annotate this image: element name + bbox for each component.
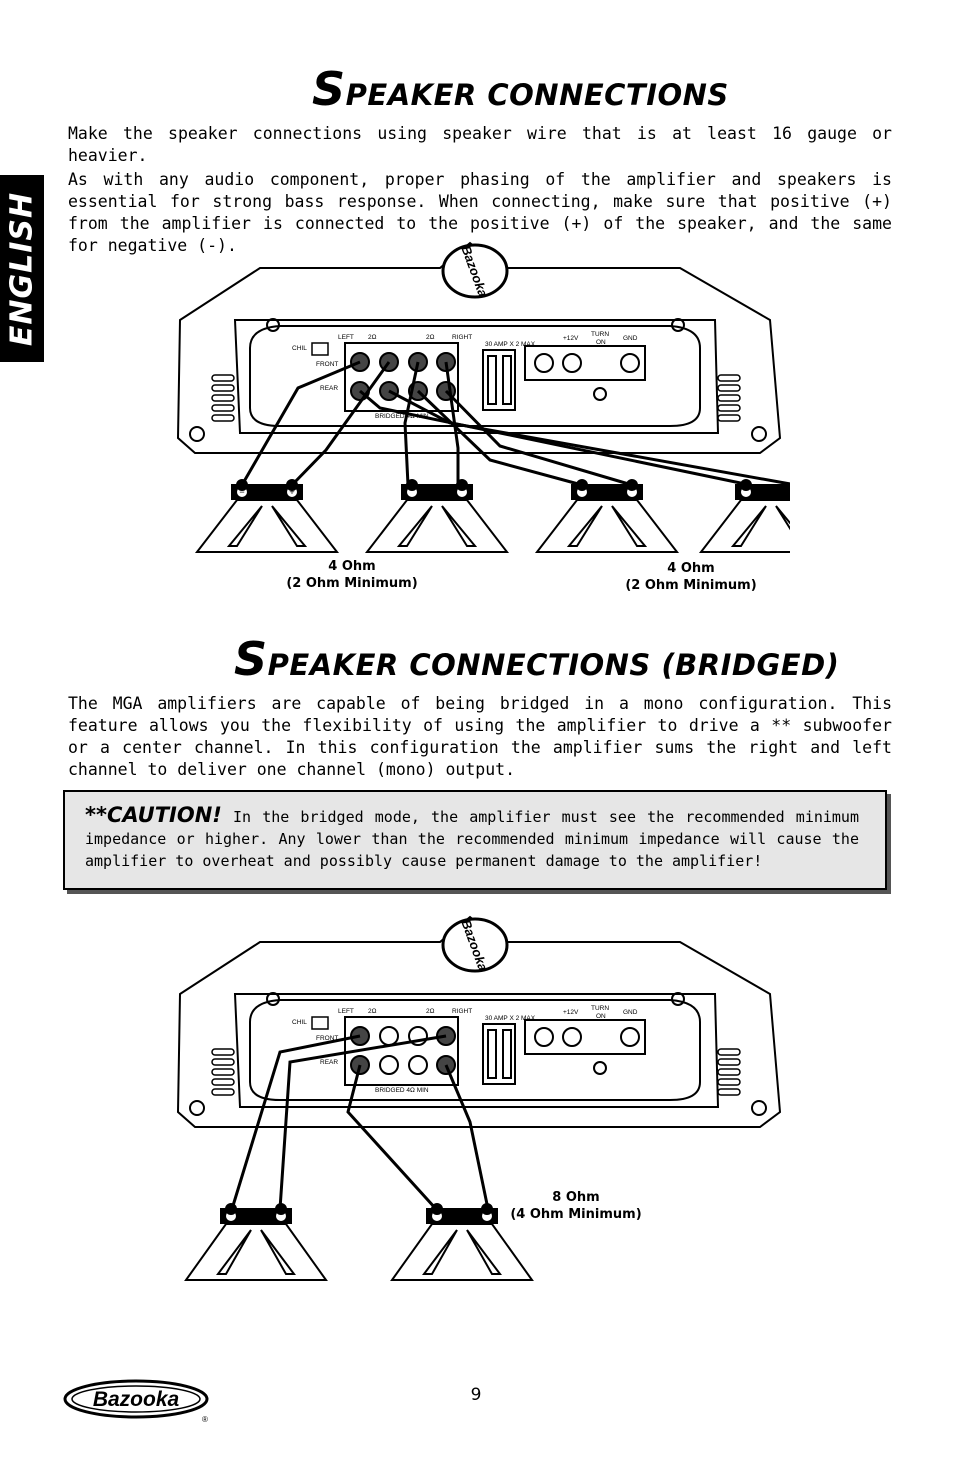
amplifier-body bbox=[176, 241, 782, 454]
amp-labels: LEFT 2Ω 2Ω RIGHT CHIL FRONT REAR BRIDGED… bbox=[292, 1005, 638, 1094]
impedance-label-left: 4 Ohm (2 Ohm Minimum) bbox=[286, 559, 418, 591]
svg-text:2Ω: 2Ω bbox=[426, 334, 435, 341]
section2-para: The MGA amplifiers are capable of being … bbox=[68, 694, 892, 779]
bazooka-logo: Bazooka ® bbox=[63, 1379, 209, 1424]
svg-text:TURN: TURN bbox=[591, 331, 609, 338]
page-number: 9 bbox=[470, 1385, 482, 1405]
speaker-diagram-bridged: Bazooka LEFT 2Ω 2Ω RIGHT CHIL FRONT REAR… bbox=[176, 915, 782, 1281]
svg-text:RIGHT: RIGHT bbox=[452, 1008, 472, 1015]
amplifier-body bbox=[176, 915, 782, 1128]
registered-mark: ® bbox=[202, 1415, 208, 1424]
section2-title-rest: PEAKER CONNECTIONS (BRIDGED) bbox=[267, 648, 840, 682]
svg-text:LEFT: LEFT bbox=[338, 1008, 354, 1015]
section1-title-rest: PEAKER CONNECTIONS bbox=[345, 78, 729, 112]
section1-para1: Make the speaker connections using speak… bbox=[68, 124, 892, 165]
speakers: −+ bbox=[194, 479, 790, 553]
svg-text:+12V: +12V bbox=[563, 1009, 579, 1016]
caution-title: **CAUTION! bbox=[85, 803, 222, 827]
svg-text:BRIDGED 4Ω MIN: BRIDGED 4Ω MIN bbox=[375, 413, 429, 420]
svg-text:RIGHT: RIGHT bbox=[452, 334, 472, 341]
svg-text:2Ω: 2Ω bbox=[368, 1008, 377, 1015]
impedance-label-right: 4 Ohm (2 Ohm Minimum) bbox=[625, 561, 757, 593]
svg-text:+12V: +12V bbox=[563, 335, 579, 342]
svg-text:FRONT: FRONT bbox=[316, 1035, 338, 1042]
svg-text:REAR: REAR bbox=[320, 1059, 338, 1066]
language-tab-label: ENGLISH bbox=[4, 191, 40, 347]
speaker-wires bbox=[240, 360, 790, 487]
section2-title: SPEAKER CONNECTIONS (BRIDGED) bbox=[234, 632, 839, 686]
section1-title: SPEAKER CONNECTIONS bbox=[312, 62, 729, 116]
section2-title-initial: S bbox=[234, 632, 268, 686]
svg-text:ON: ON bbox=[596, 1013, 606, 1020]
bazooka-badge: Bazooka bbox=[441, 243, 509, 299]
svg-text:REAR: REAR bbox=[320, 385, 338, 392]
language-tab: ENGLISH bbox=[0, 175, 44, 362]
svg-text:2Ω: 2Ω bbox=[368, 334, 377, 341]
section1-para2: As with any audio component, proper phas… bbox=[68, 170, 892, 255]
logo-text: Bazooka bbox=[93, 1388, 180, 1411]
svg-text:ON: ON bbox=[596, 339, 606, 346]
svg-text:CHIL: CHIL bbox=[292, 1019, 307, 1026]
svg-text:TURN: TURN bbox=[591, 1005, 609, 1012]
svg-text:+: + bbox=[289, 487, 294, 497]
impedance-label-bridged: 8 Ohm (4 Ohm Minimum) bbox=[510, 1190, 642, 1222]
speakers bbox=[184, 1203, 534, 1281]
caution-box: **CAUTION! In the bridged mode, the ampl… bbox=[63, 790, 887, 890]
svg-text:30 AMP X 2 MAX: 30 AMP X 2 MAX bbox=[485, 1015, 536, 1022]
svg-text:−: − bbox=[239, 487, 244, 497]
svg-text:FRONT: FRONT bbox=[316, 361, 338, 368]
svg-text:CHIL: CHIL bbox=[292, 345, 307, 352]
vent-slots bbox=[211, 1048, 741, 1096]
svg-text:GND: GND bbox=[623, 1009, 638, 1016]
amp-labels: LEFT 2Ω 2Ω RIGHT CHIL FRONT REAR BRIDGED… bbox=[292, 331, 638, 420]
vent-slots bbox=[211, 374, 741, 422]
svg-text:GND: GND bbox=[623, 335, 638, 342]
section1-title-initial: S bbox=[312, 62, 346, 116]
svg-text:30 AMP X 2 MAX: 30 AMP X 2 MAX bbox=[485, 341, 536, 348]
svg-text:LEFT: LEFT bbox=[338, 334, 354, 341]
bazooka-badge: Bazooka bbox=[441, 917, 509, 973]
svg-text:BRIDGED 4Ω MIN: BRIDGED 4Ω MIN bbox=[375, 1087, 429, 1094]
caution-text: **CAUTION! In the bridged mode, the ampl… bbox=[85, 803, 859, 870]
svg-text:2Ω: 2Ω bbox=[426, 1008, 435, 1015]
speaker-wires bbox=[230, 1034, 490, 1211]
speaker-diagram-stereo: Bazooka LEFT 2Ω 2Ω RIGHT CHIL FRONT REAR… bbox=[176, 241, 790, 553]
